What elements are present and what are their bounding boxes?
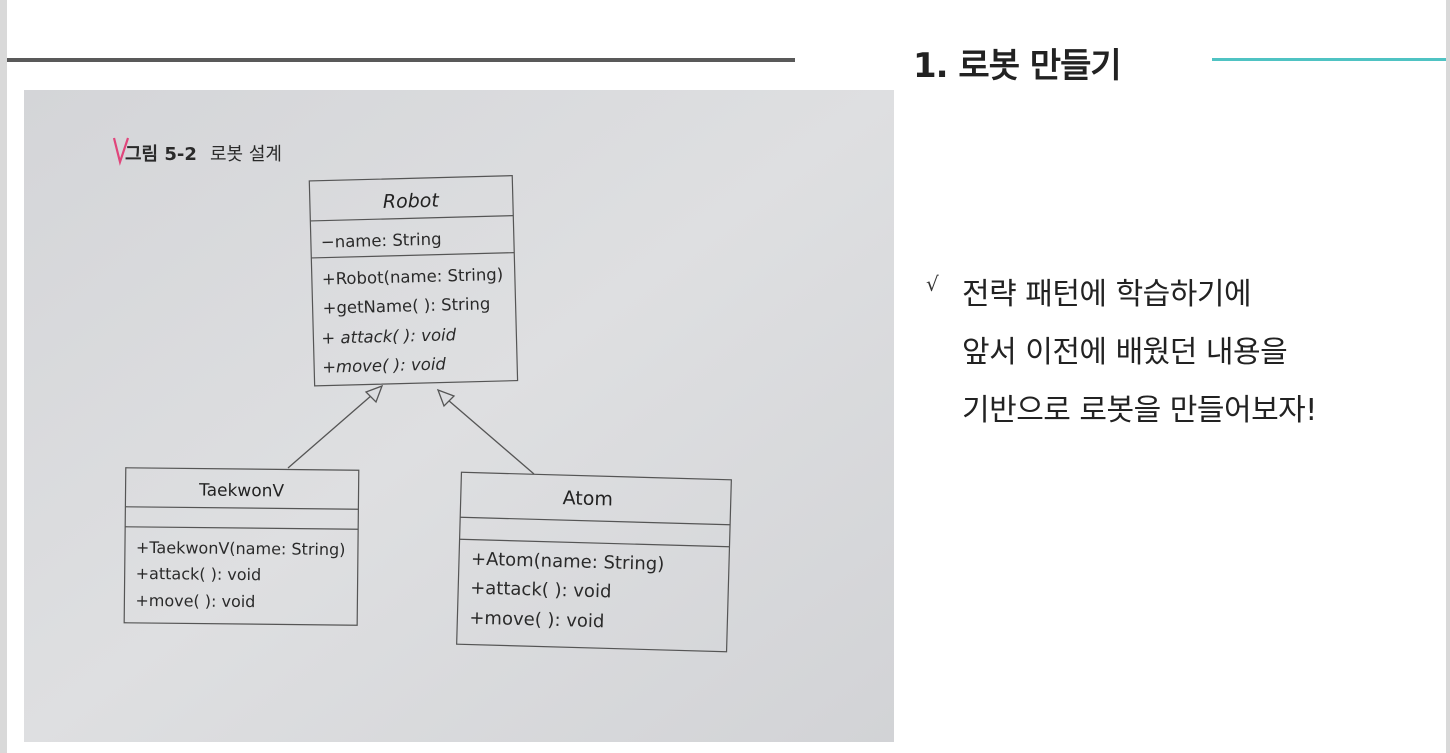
slide-title: 1. 로봇 만들기 bbox=[913, 46, 1122, 86]
paper-background bbox=[24, 90, 894, 742]
atom-inheritance-line bbox=[447, 399, 535, 475]
class-atom-name: Atom bbox=[562, 487, 613, 510]
taekwonv-inheritance-line bbox=[287, 394, 373, 469]
caption-title: 로봇 설계 bbox=[210, 144, 282, 165]
class-taekwonv-method: +attack( ): void bbox=[136, 564, 262, 584]
class-robot-name: Robot bbox=[383, 190, 441, 213]
class-robot: Robot −name: String +Robot(name: String)… bbox=[308, 175, 519, 387]
class-atom: Atom +Atom(name: String) +attack( ): voi… bbox=[456, 471, 732, 653]
bullet-line: 기반으로 로봇을 만들어보자! bbox=[962, 393, 1317, 428]
class-robot-method: +getName( ): String bbox=[322, 294, 490, 317]
left-frame-edge bbox=[0, 0, 7, 753]
atom-inheritance-arrowhead bbox=[436, 388, 456, 408]
class-taekwonv-method: +move( ): void bbox=[135, 591, 255, 611]
uml-diagram: 그림 5-2 로봇 설계 Robot −name: String +Robot(… bbox=[24, 90, 894, 742]
class-taekwonv: TaekwonV +TaekwonV(name: String) +attack… bbox=[123, 467, 360, 626]
class-robot-method: +move( ): void bbox=[322, 354, 447, 376]
class-taekwonv-method: +TaekwonV(name: String) bbox=[136, 538, 346, 559]
class-taekwonv-name: TaekwonV bbox=[198, 481, 285, 502]
class-robot-method: + attack( ): void bbox=[321, 325, 457, 348]
taekwonv-inheritance-arrowhead bbox=[364, 384, 384, 404]
check-bullet-icon: √ bbox=[926, 272, 939, 296]
right-frame-edge bbox=[1446, 0, 1450, 753]
class-atom-method: +attack( ): void bbox=[470, 578, 612, 603]
bullet-line: 앞서 이전에 배웠던 내용을 bbox=[962, 335, 1288, 370]
inheritance-arrows bbox=[287, 384, 535, 475]
header-rule-right bbox=[1212, 58, 1446, 61]
class-robot-attribute: −name: String bbox=[321, 230, 442, 252]
figure-caption: 그림 5-2 로봇 설계 bbox=[112, 137, 282, 166]
bullet-text: 전략 패턴에 학습하기에 앞서 이전에 배웠던 내용을 기반으로 로봇을 만들어… bbox=[962, 266, 1317, 440]
bullet-line: 전략 패턴에 학습하기에 bbox=[962, 277, 1252, 312]
class-atom-method: +move( ): void bbox=[469, 608, 605, 633]
header-rule-left bbox=[7, 58, 795, 62]
caption-label: 그림 5-2 bbox=[125, 144, 197, 165]
caption-check-mark bbox=[112, 137, 130, 166]
class-robot-method: +Robot(name: String) bbox=[322, 265, 504, 289]
uml-diagram-photo: 그림 5-2 로봇 설계 Robot −name: String +Robot(… bbox=[24, 90, 894, 742]
